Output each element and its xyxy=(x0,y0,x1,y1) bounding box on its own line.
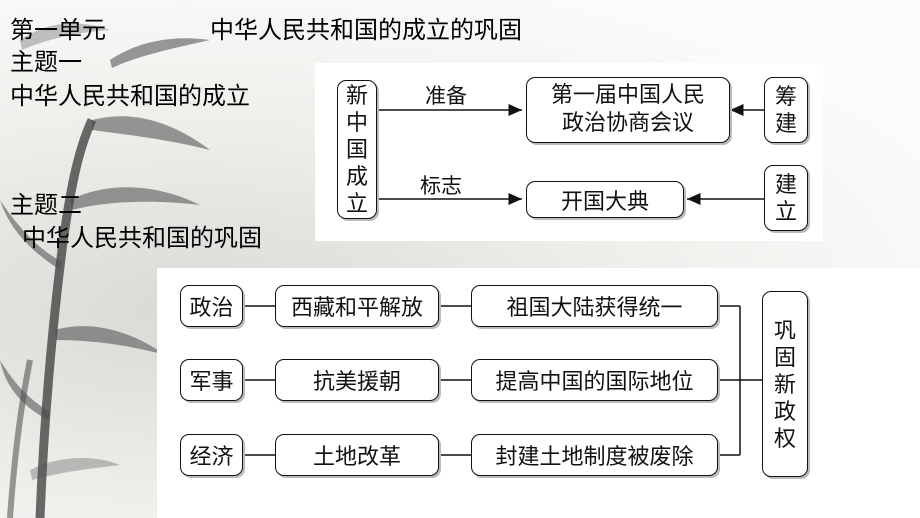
new-china-founded-box: 新 中 国 成 立 xyxy=(337,80,377,219)
page-title: 中华人民共和国的成立的巩固 xyxy=(210,16,522,44)
topic1-label: 主题一 xyxy=(10,48,82,76)
topic1-name: 中华人民共和国的成立 xyxy=(10,82,250,110)
consolidate-regime-box: 巩 固 新 政 权 xyxy=(762,291,808,477)
category-politics-box: 政治 xyxy=(180,285,243,327)
result-feudal-abolished-box: 封建土地制度被废除 xyxy=(471,434,718,476)
category-military-box: 军事 xyxy=(180,359,243,401)
event-tibet-box: 西藏和平解放 xyxy=(275,285,439,327)
prepare-box: 筹 建 xyxy=(764,77,808,143)
result-unification-box: 祖国大陆获得统一 xyxy=(471,285,718,327)
arrow-label-mark: 标志 xyxy=(420,174,462,198)
event-korea-box: 抗美援朝 xyxy=(275,359,439,401)
unit-label: 第一单元 xyxy=(10,16,106,44)
establish-box: 建 立 xyxy=(764,165,808,231)
founding-ceremony-box: 开国大典 xyxy=(526,181,684,218)
cppcc-box: 第一届中国人民 政治协商会议 xyxy=(526,77,730,143)
result-status-box: 提高中国的国际地位 xyxy=(471,359,718,401)
event-land-reform-box: 土地改革 xyxy=(275,434,439,476)
topic2-label: 主题二 xyxy=(10,191,82,219)
category-economy-box: 经济 xyxy=(180,434,243,476)
bamboo-decoration xyxy=(0,23,210,518)
arrow-label-prepare: 准备 xyxy=(425,84,467,108)
topic2-name: 中华人民共和国的巩固 xyxy=(22,224,262,252)
